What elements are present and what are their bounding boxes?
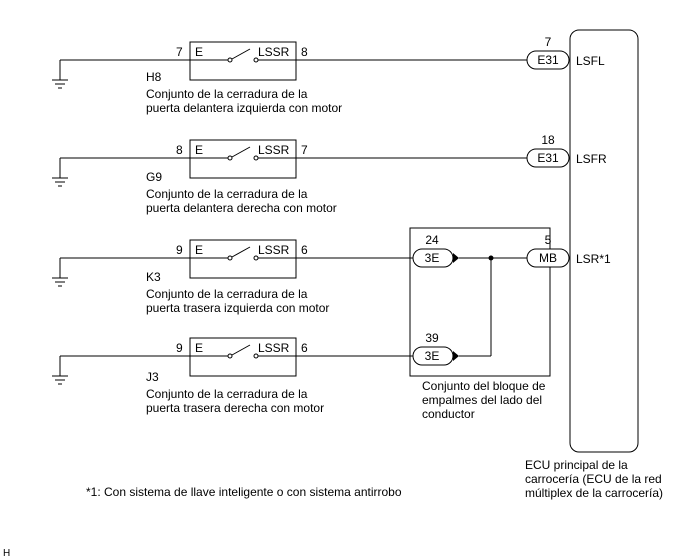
- circuit-row-g9: 8 E LSSR 7 G9 Conjunto de la cerradura d…: [52, 139, 527, 215]
- circuit-row-k3: 9 E LSSR 6 K3 Conjunto de la cerradura d…: [52, 239, 413, 315]
- connector-pin: 7: [545, 35, 552, 49]
- ecu-connector-lsfr: E31 18 LSFR: [526, 133, 607, 168]
- switch-left-term: E: [195, 341, 203, 355]
- connector-arrow-icon: [453, 351, 459, 361]
- switch-desc-line-2: puerta delantera derecha con motor: [146, 201, 337, 215]
- switch-connector-code: G9: [146, 170, 162, 184]
- switch-desc-line-2: puerta trasera derecha con motor: [146, 401, 324, 415]
- switch-right-pin: 6: [301, 243, 308, 257]
- ecu-body: [569, 29, 639, 453]
- switch-desc-line-1: Conjunto de la cerradura de la: [146, 87, 308, 101]
- junction-block-name-line-3: conductor: [422, 407, 475, 421]
- switch-left-term: E: [195, 243, 203, 257]
- ecu-connector-lsr: MB 5 LSR*1: [526, 233, 611, 268]
- splice-point: [488, 255, 494, 261]
- circuit-row-h8: 7 E LSSR 8 H8 Conjunto de la cerradura d…: [52, 41, 527, 115]
- switch-desc-line-2: puerta delantera izquierda con motor: [146, 101, 342, 115]
- junction-block-name-line-1: Conjunto del bloque de: [422, 379, 546, 393]
- circuit-row-j3: 9 E LSSR 6 J3 Conjunto de la cerradura d…: [52, 337, 413, 415]
- ecu-name-line-1: ECU principal de la: [525, 458, 628, 472]
- connector-pin: 5: [545, 233, 552, 247]
- switch-desc-line-1: Conjunto de la cerradura de la: [146, 387, 308, 401]
- ecu-name-line-2: carrocería (ECU de la red: [525, 472, 662, 486]
- connector-code: 3E: [425, 349, 440, 363]
- switch-left-pin: 8: [176, 143, 183, 157]
- ecu-signal-label: LSFR: [576, 152, 607, 166]
- corner-letter: H: [3, 548, 10, 559]
- connector-code: E31: [537, 151, 559, 165]
- connector-pin: 18: [541, 133, 555, 147]
- switch-connector-code: H8: [146, 70, 162, 84]
- connector-pin: 24: [425, 233, 439, 247]
- switch-desc-line-2: puerta trasera izquierda con motor: [146, 301, 329, 315]
- switch-left-term: E: [195, 143, 203, 157]
- switch-connector-code: J3: [146, 370, 159, 384]
- switch-right-term: LSSR: [258, 243, 290, 257]
- junction-connector-39: 3E 39: [412, 331, 459, 366]
- switch-right-pin: 7: [301, 143, 308, 157]
- ecu-signal-label: LSR*1: [576, 252, 611, 266]
- junction-connector-24: 3E 24: [412, 233, 459, 268]
- connector-code: E31: [537, 53, 559, 67]
- switch-right-pin: 6: [301, 341, 308, 355]
- door-lock-switch-g9: [189, 139, 297, 179]
- connector-pin: 39: [425, 331, 439, 345]
- switch-right-term: LSSR: [258, 45, 290, 59]
- ecu-connector-lsfl: E31 7 LSFL: [526, 35, 605, 70]
- switch-desc-line-1: Conjunto de la cerradura de la: [146, 187, 308, 201]
- switch-left-pin: 9: [176, 341, 183, 355]
- switch-right-term: LSSR: [258, 143, 290, 157]
- connector-arrow-icon: [453, 253, 459, 263]
- door-lock-switch-k3: [189, 239, 297, 279]
- connector-code: 3E: [425, 251, 440, 265]
- ecu-name-line-3: múltiplex de la carrocería): [525, 486, 663, 500]
- junction-block-name-line-2: empalmes del lado del: [422, 393, 542, 407]
- connector-code: MB: [539, 251, 557, 265]
- switch-connector-code: K3: [146, 270, 161, 284]
- switch-desc-line-1: Conjunto de la cerradura de la: [146, 287, 308, 301]
- switch-left-term: E: [195, 45, 203, 59]
- switch-left-pin: 9: [176, 243, 183, 257]
- door-lock-switch-h8: [189, 41, 297, 81]
- switch-right-pin: 8: [301, 45, 308, 59]
- footnote: *1: Con sistema de llave inteligente o c…: [86, 485, 402, 499]
- switch-left-pin: 7: [176, 45, 183, 59]
- ecu-signal-label: LSFL: [576, 54, 605, 68]
- switch-right-term: LSSR: [258, 341, 290, 355]
- door-lock-switch-j3: [189, 337, 297, 377]
